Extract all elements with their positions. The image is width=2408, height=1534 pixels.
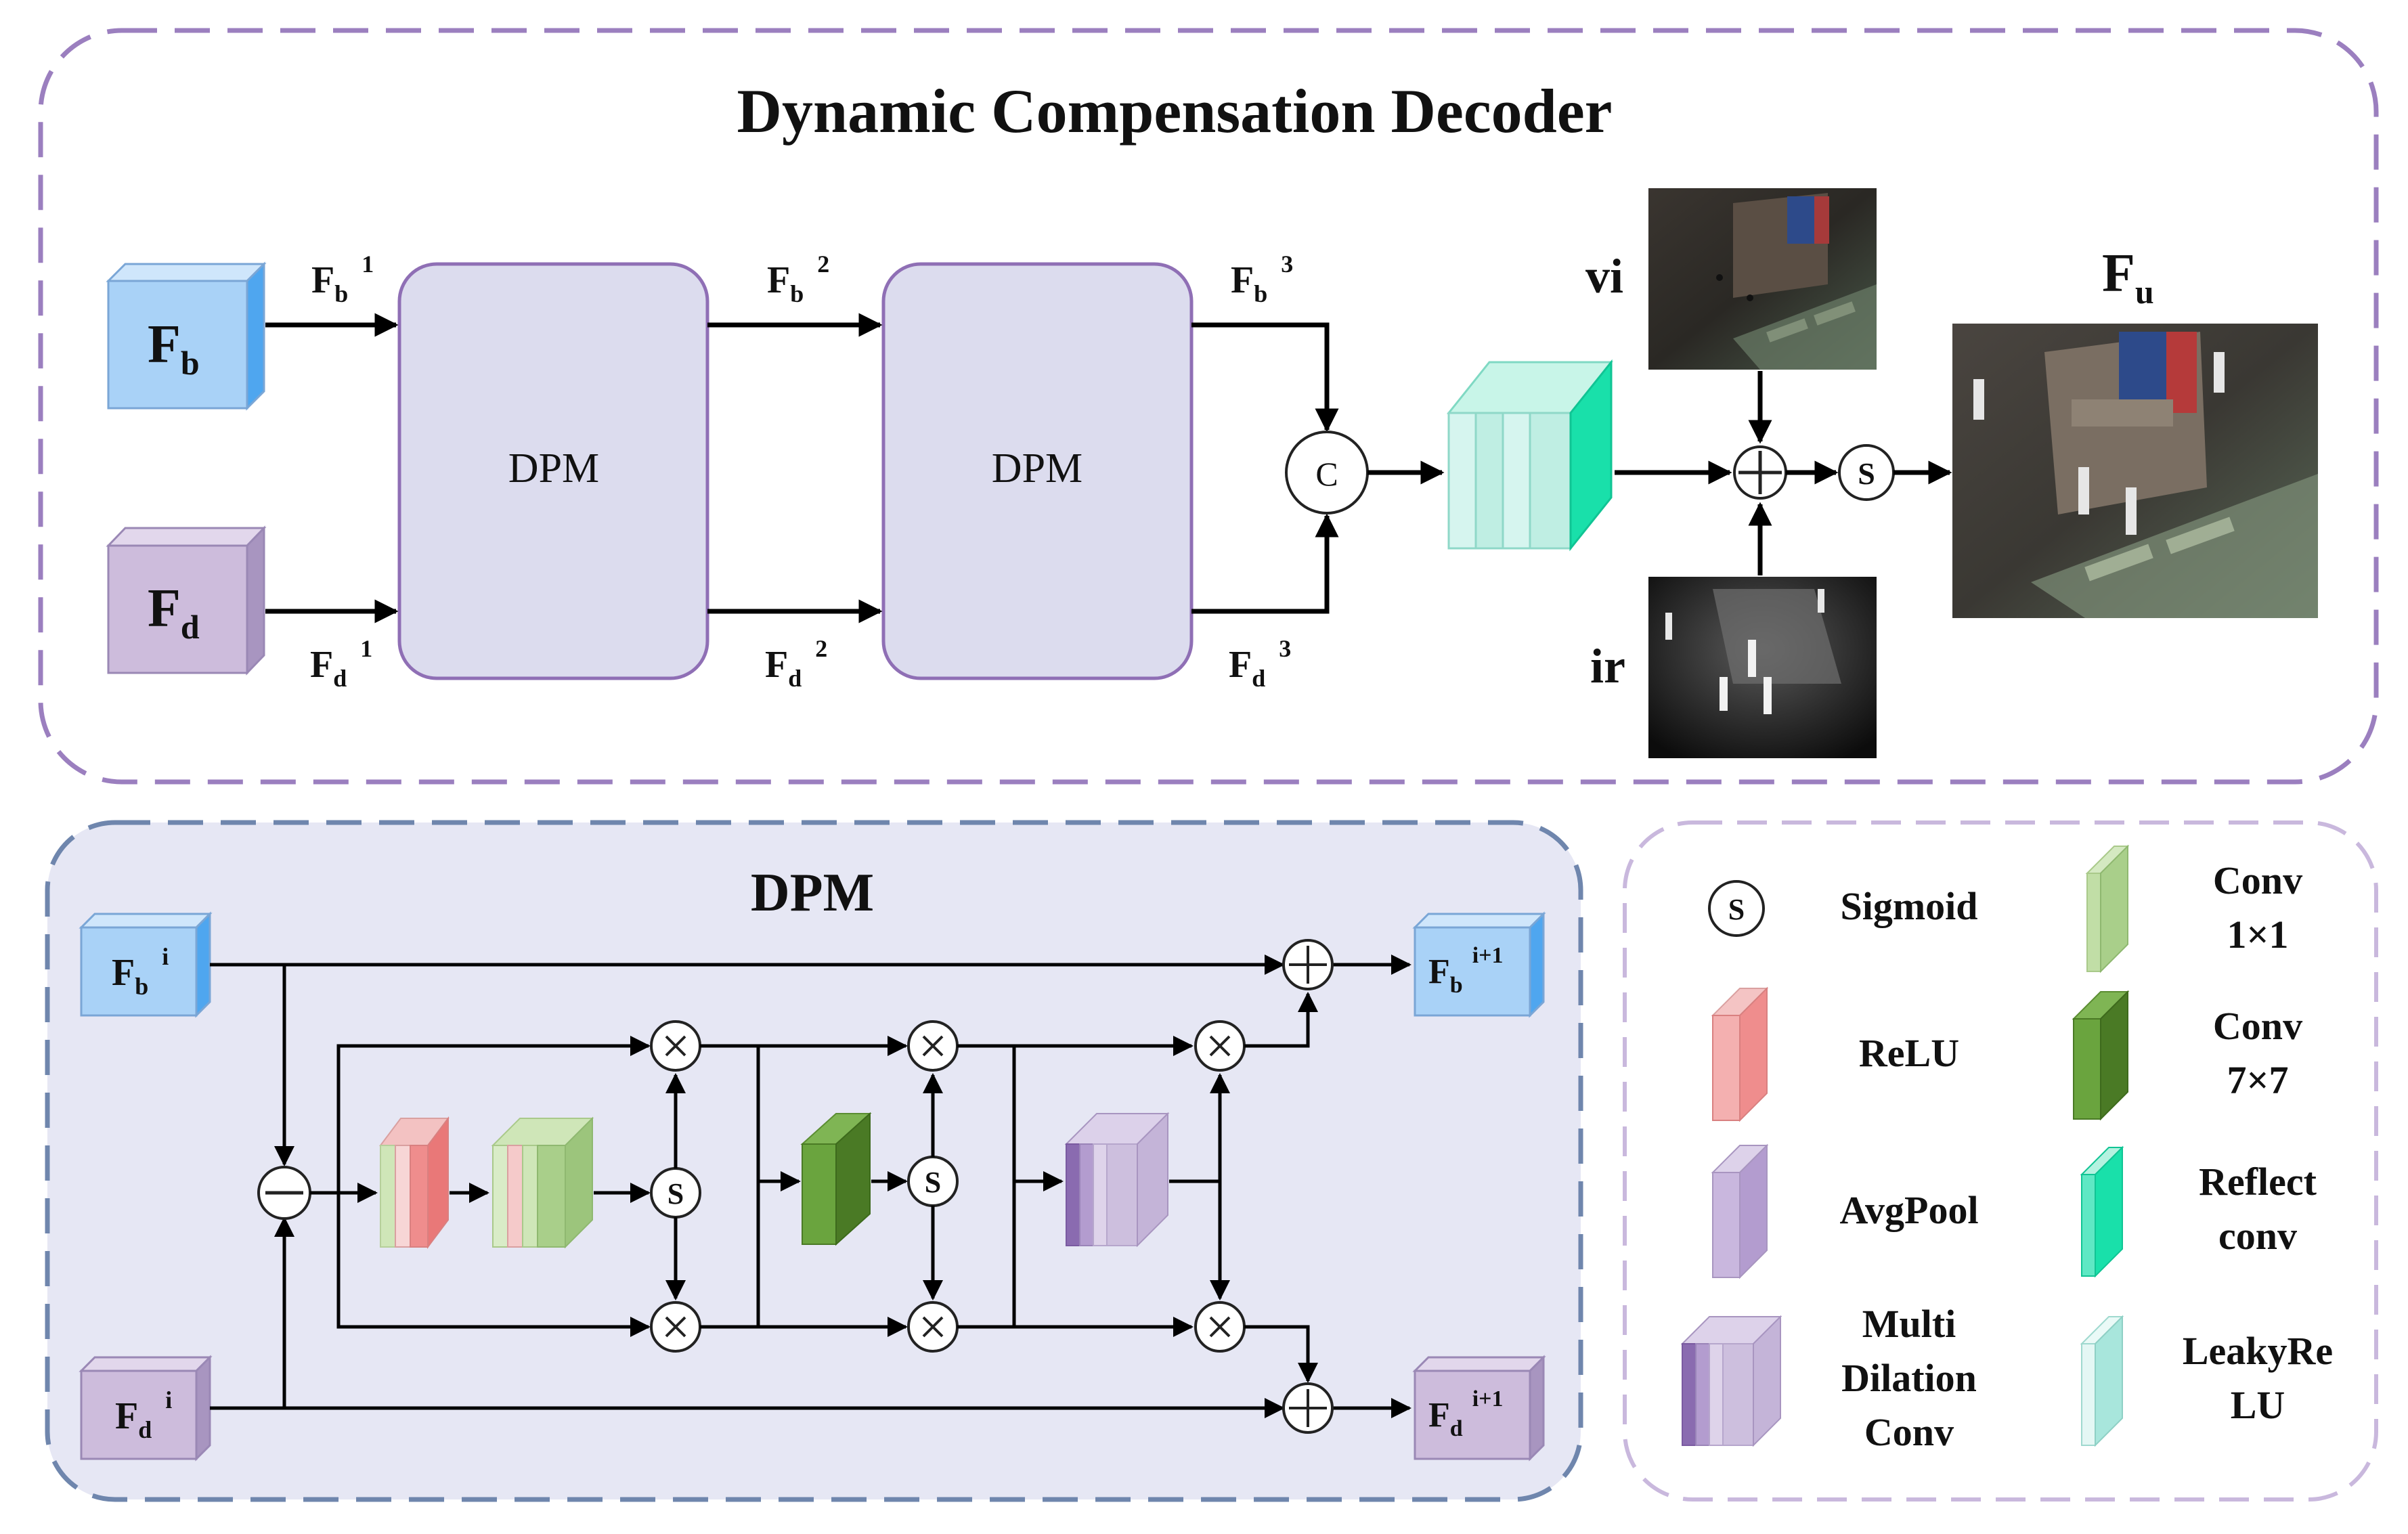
legend-sigmoid-label: Sigmoid	[1840, 884, 1977, 928]
vi-image	[1648, 188, 1877, 370]
label-fb1: Fb1	[311, 250, 374, 307]
legend-leaky-line1: LeakyRe	[2183, 1329, 2333, 1373]
fb-input-cube	[106, 261, 267, 411]
dpm-block-2-label: DPM	[992, 445, 1082, 491]
legend-multi-dilation-icon	[1680, 1315, 1782, 1447]
legend-leaky-icon	[2080, 1315, 2124, 1447]
label-fd2: Fd2	[765, 635, 827, 692]
dpm-block-2	[881, 262, 1194, 680]
concat-symbol: C	[1315, 455, 1338, 493]
fu-image	[1952, 324, 2318, 618]
arrow-dpm2-to-concat-top	[1191, 322, 1339, 433]
legend-multi-dilation-line2: Dilation	[1841, 1356, 1977, 1400]
fb-input-label: Fb	[148, 315, 200, 382]
fdi-label: Fdi	[115, 1386, 172, 1443]
fdi-cube	[79, 1355, 213, 1462]
ir-label: ir	[1590, 639, 1625, 693]
fb-next-label: Fbi+1	[1428, 943, 1504, 998]
decoder-panel	[38, 28, 2379, 785]
legend-sigmoid-symbol: S	[1728, 893, 1745, 926]
sigmoid-node-2-symbol: S	[925, 1166, 941, 1199]
label-fd1: Fd1	[310, 635, 372, 692]
legend-avgpool-icon	[1711, 1143, 1769, 1279]
label-fb2: Fb2	[767, 250, 829, 307]
sigmoid-node-1-symbol: S	[667, 1177, 684, 1210]
fd-next-label: Fdi+1	[1428, 1386, 1504, 1441]
legend-conv7-icon	[2072, 990, 2130, 1121]
fu-label: Fu	[2102, 244, 2154, 311]
multi-dilation-stack	[1064, 1112, 1170, 1248]
legend-leaky-line2: LU	[2231, 1383, 2285, 1427]
vi-label: vi	[1585, 249, 1623, 303]
label-fd3: Fd3	[1229, 635, 1291, 692]
legend-conv1-line2: 1×1	[2227, 913, 2288, 957]
legend-avgpool-label: AvgPool	[1839, 1188, 1978, 1232]
legend-multi-dilation-line1: Multi	[1862, 1302, 1956, 1346]
branch-top	[336, 1036, 651, 1193]
fb-next-cube	[1412, 911, 1546, 1018]
conv7-block	[800, 1112, 872, 1246]
branch-bottom	[336, 1193, 651, 1337]
fd-input-cube	[106, 525, 267, 676]
sigmoid-symbol: S	[1858, 456, 1875, 491]
fbi-label: Fbi	[112, 943, 169, 1000]
fd-input-label: Fd	[148, 579, 200, 646]
legend-reflect-icon	[2080, 1145, 2124, 1278]
legend-conv1-line1: Conv	[2213, 858, 2302, 902]
relu-block	[379, 1116, 450, 1249]
legend-conv1-icon	[2085, 844, 2130, 973]
dpm-block-1	[397, 262, 709, 680]
legend-conv7-line2: 7×7	[2227, 1058, 2288, 1102]
legend-conv7-line1: Conv	[2213, 1004, 2302, 1048]
decoder-title: Dynamic Compensation Decoder	[737, 76, 1613, 146]
fbi-cube	[79, 911, 213, 1018]
legend-reflect-line1: Reflect	[2199, 1160, 2317, 1204]
legend-panel	[1623, 820, 2378, 1502]
reflect-conv-stack	[1446, 359, 1614, 552]
legend-sigmoid-icon	[1708, 880, 1765, 937]
legend-relu-icon	[1711, 986, 1769, 1122]
fd-next-cube	[1412, 1355, 1546, 1462]
legend-reflect-line2: conv	[2218, 1214, 2297, 1258]
legend-multi-dilation-line3: Conv	[1864, 1410, 1954, 1454]
ir-image	[1648, 577, 1877, 758]
legend-relu-label: ReLU	[1859, 1031, 1959, 1075]
dpm-detail-title: DPM	[751, 863, 874, 923]
arrow-dpm2-to-concat-bottom	[1191, 513, 1339, 614]
conv1-stack	[491, 1116, 594, 1249]
label-fb3: Fb3	[1231, 250, 1293, 307]
dpm-block-1-label: DPM	[508, 445, 599, 491]
